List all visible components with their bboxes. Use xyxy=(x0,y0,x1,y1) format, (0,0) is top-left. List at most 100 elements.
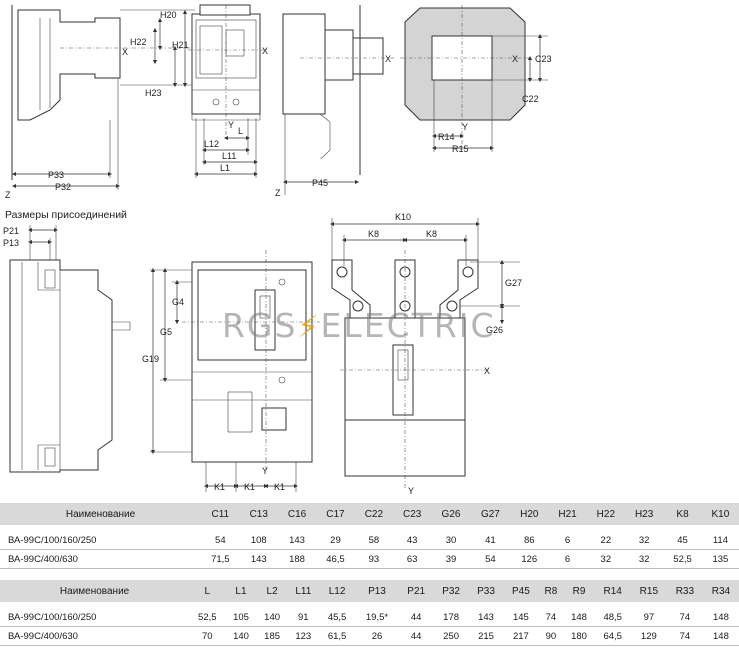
label-l: L xyxy=(238,126,243,136)
dimensions-table-1: Наименование C11 C13 C16 C17 C22 C23 G26… xyxy=(0,503,739,569)
label-g19: G19 xyxy=(142,354,159,364)
label-c23: C23 xyxy=(535,54,552,64)
label-h23: H23 xyxy=(145,88,162,98)
label-z-side: Z xyxy=(275,188,281,198)
label-p13: P13 xyxy=(3,238,19,248)
label-x-front: X xyxy=(262,46,268,56)
header-cell: H21 xyxy=(548,503,587,525)
side-view-top: P33 P32 H20 H22 H21 H23 X Z xyxy=(5,5,195,200)
cell: 48,5 xyxy=(594,608,631,627)
cell: 90 xyxy=(538,626,564,646)
cell: 140 xyxy=(225,626,257,646)
cell: 52,5 xyxy=(189,608,226,627)
connection-dimensions-caption: Размеры присоединений xyxy=(5,209,127,221)
cell: 61,5 xyxy=(318,626,356,646)
header-cell: L11 xyxy=(287,580,319,602)
cell: 114 xyxy=(701,531,739,550)
watermark: RGS⚡ELECTRIC xyxy=(222,306,496,345)
cell: 74 xyxy=(538,608,564,627)
header-cell: L1 xyxy=(225,580,257,602)
cell: 45,5 xyxy=(318,608,356,627)
label-p45: P45 xyxy=(312,178,328,188)
label-r14: R14 xyxy=(438,132,455,142)
cell: 22 xyxy=(586,531,625,550)
cell: 180 xyxy=(563,626,595,646)
cell: 135 xyxy=(701,549,739,569)
label-k10: K10 xyxy=(395,212,411,222)
cell: 58 xyxy=(354,531,394,550)
header-cell: C17 xyxy=(316,503,355,525)
label-h22: H22 xyxy=(130,37,147,47)
table-header: Наименование C11 C13 C16 C17 C22 C23 G26… xyxy=(0,503,739,525)
label-r15: R15 xyxy=(452,144,469,154)
header-cell: P13 xyxy=(355,580,399,602)
header-cell: G26 xyxy=(431,503,471,525)
cell: ВА-99С/400/630 xyxy=(0,626,190,646)
header-cell: P32 xyxy=(433,580,469,602)
label-p33: P33 xyxy=(48,170,64,180)
header-cell: P21 xyxy=(398,580,434,602)
header-cell: L2 xyxy=(256,580,288,602)
header-cell: P33 xyxy=(468,580,504,602)
cell: 108 xyxy=(239,531,278,550)
cell: 105 xyxy=(225,608,257,627)
cell: 97 xyxy=(630,608,667,627)
header-cell: R8 xyxy=(538,580,564,602)
label-x-ext: X xyxy=(484,366,490,376)
label-c22: C22 xyxy=(522,94,539,104)
label-g27: G27 xyxy=(505,278,522,288)
cell: 26 xyxy=(355,626,399,646)
cell: 86 xyxy=(510,531,549,550)
label-y-front: Y xyxy=(228,120,234,130)
cell: 148 xyxy=(702,626,739,646)
cell: 30 xyxy=(431,531,471,550)
cell: 185 xyxy=(256,626,288,646)
cell: 39 xyxy=(431,549,471,569)
label-k1-c: K1 xyxy=(274,482,285,492)
dimensions-table-2: Наименование L L1 L2 L11 L12 P13 P21 P32… xyxy=(0,580,739,646)
label-l11: L11 xyxy=(222,151,236,161)
cell: 52,5 xyxy=(663,549,702,569)
header-cell: R33 xyxy=(666,580,703,602)
header-cell: R34 xyxy=(702,580,739,602)
side-view-bottom: P21 P13 xyxy=(3,225,131,473)
label-g4: G4 xyxy=(172,297,184,307)
label-y-term: Y xyxy=(262,466,268,476)
cell: 64,5 xyxy=(594,626,631,646)
label-g5: G5 xyxy=(160,327,172,337)
cell: 29 xyxy=(316,531,355,550)
label-k1-a: K1 xyxy=(214,482,225,492)
cell: 140 xyxy=(256,608,288,627)
cell: 215 xyxy=(468,626,504,646)
cell: 123 xyxy=(287,626,319,646)
label-l12: L12 xyxy=(204,139,219,149)
cell: 44 xyxy=(398,626,434,646)
label-k8-left: K8 xyxy=(368,229,379,239)
front-view-extended: K10 K8 K8 G27 G26 X Y xyxy=(329,212,522,496)
cell: 93 xyxy=(354,549,394,569)
front-view-terminals: G4 G5 G19 K1 K1 K1 Y xyxy=(142,250,320,492)
cell: 74 xyxy=(666,626,703,646)
header-cell: Наименование xyxy=(0,580,190,602)
header-cell: L12 xyxy=(318,580,356,602)
label-g26: G26 xyxy=(486,325,503,335)
cell: 6 xyxy=(548,549,587,569)
cell: 143 xyxy=(277,531,317,550)
front-view-top: L L12 L11 L1 X Y xyxy=(188,4,268,178)
header-cell: C13 xyxy=(239,503,278,525)
label-l1: L1 xyxy=(220,163,230,173)
cell: 145 xyxy=(503,608,539,627)
header-cell: L xyxy=(189,580,226,602)
cell: ВА-99С/100/160/250 xyxy=(0,608,190,627)
technical-drawing: P33 P32 H20 H22 H21 H23 X Z L L12 L11 L1… xyxy=(3,4,552,496)
cell: 188 xyxy=(277,549,317,569)
label-h20: H20 xyxy=(160,10,177,20)
bolt-icon: ⚡ xyxy=(297,310,321,345)
cell: 32 xyxy=(624,531,664,550)
cell: 178 xyxy=(433,608,469,627)
cell: 71,5 xyxy=(201,549,240,569)
header-cell: C11 xyxy=(201,503,240,525)
label-h21: H21 xyxy=(172,40,189,50)
header-cell: R15 xyxy=(630,580,667,602)
table-row: ВА-99С/400/630 71,5 143 188 46,5 93 63 3… xyxy=(0,549,739,569)
